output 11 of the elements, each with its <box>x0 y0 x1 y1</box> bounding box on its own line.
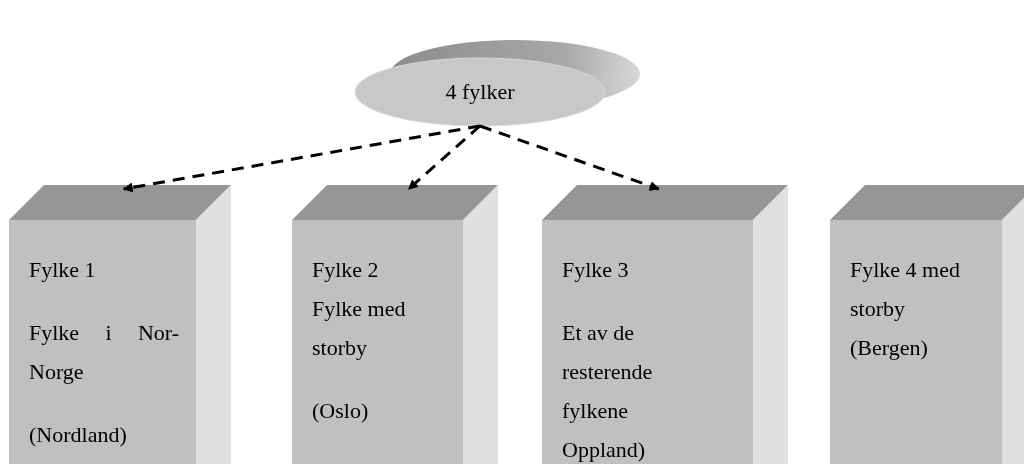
node-text: Fylke 2 Fylke med storby <box>312 256 407 362</box>
dashed-arrow <box>479 124 660 191</box>
node-text: Et av de resterende fylkene Oppland) <box>562 319 654 464</box>
node-label: 4 fylker <box>445 79 515 105</box>
dashed-arrow <box>407 124 481 191</box>
node-text: (Oslo) <box>312 397 370 425</box>
node-text: Fylke i Nor-Norge <box>29 319 179 386</box>
node-text: Fylke 3 <box>562 256 630 284</box>
node-text: Fylke 4 med storby (Bergen) <box>850 256 960 362</box>
node-text: Fylke 1 <box>29 256 97 284</box>
node-text: (Nordland) <box>29 421 128 449</box>
